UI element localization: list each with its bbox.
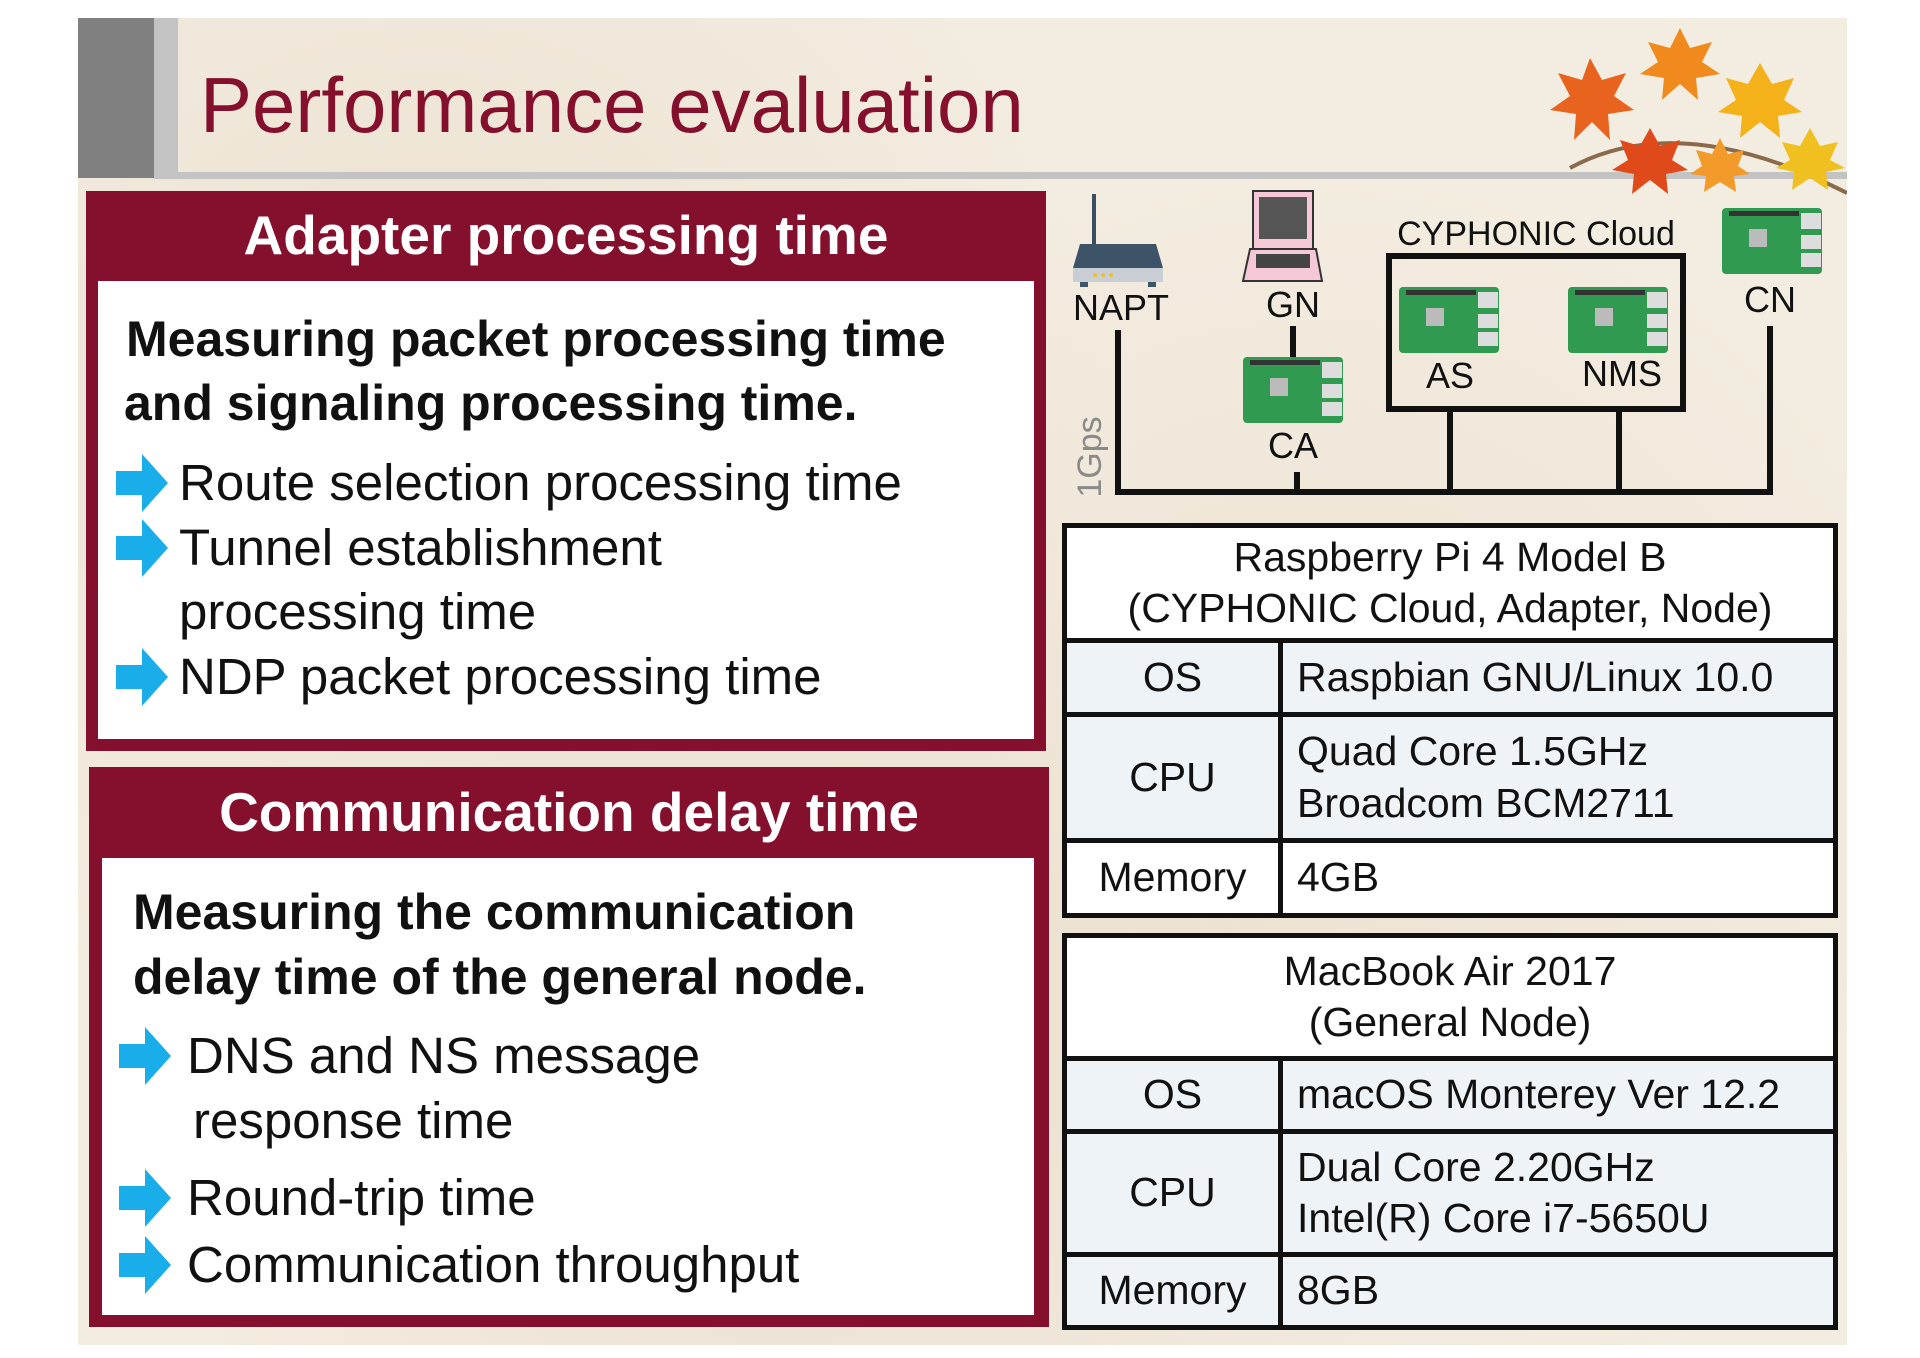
slide-title: Performance evaluation bbox=[200, 61, 1024, 149]
rpi-memory-label: Memory bbox=[1062, 838, 1283, 918]
mac-cpu-label: CPU bbox=[1062, 1129, 1283, 1257]
title-accent-bar bbox=[78, 18, 154, 178]
mac-table-title: MacBook Air 2017(General Node) bbox=[1062, 933, 1838, 1061]
rpi-os-label: OS bbox=[1062, 638, 1283, 717]
adapter-processing-box: Adapter processing time bbox=[86, 191, 1046, 751]
mac-os-label: OS bbox=[1062, 1056, 1283, 1134]
raspberry-pi-ca-icon bbox=[1243, 357, 1343, 423]
maple-leaves-decoration bbox=[1550, 28, 1847, 195]
delay-bullet-throughput: Communication throughput bbox=[187, 1236, 800, 1293]
adapter-box-header: Adapter processing time bbox=[243, 204, 889, 266]
rpi-table-title: Raspberry Pi 4 Model B(CYPHONIC Cloud, A… bbox=[1062, 523, 1838, 643]
title-underline bbox=[154, 172, 1847, 179]
raspberry-pi-spec-table: Raspberry Pi 4 Model B(CYPHONIC Cloud, A… bbox=[1062, 523, 1838, 918]
adapter-bullet-tunnel-cont: processing time bbox=[179, 583, 537, 640]
adapter-bullet-tunnel: Tunnel establishment bbox=[179, 519, 662, 576]
right-arrow-icon bbox=[119, 1169, 171, 1227]
rpi-memory-value: 4GB bbox=[1278, 838, 1838, 918]
adapter-lead-line-1: Measuring packet processing time bbox=[126, 311, 946, 367]
gn-label: GN bbox=[1266, 284, 1320, 325]
as-label: AS bbox=[1425, 355, 1475, 396]
adapter-box-content bbox=[98, 281, 1034, 739]
cyphonic-cloud-box bbox=[1386, 253, 1686, 412]
delay-bullet-dns-ns-cont: response time bbox=[193, 1092, 514, 1149]
title-accent-bar-light bbox=[154, 18, 178, 178]
adapter-lead-line-2: and signaling processing time. bbox=[124, 375, 858, 431]
rpi-os-value: Raspbian GNU/Linux 10.0 bbox=[1278, 638, 1838, 717]
cyphonic-cloud-label: CYPHONIC Cloud bbox=[1397, 215, 1675, 253]
right-arrow-icon bbox=[116, 648, 168, 706]
right-arrow-icon bbox=[116, 519, 168, 577]
delay-box-content bbox=[102, 858, 1034, 1315]
nms-label: NMS bbox=[1582, 353, 1662, 394]
delay-lead-line-2: delay time of the general node. bbox=[133, 949, 867, 1005]
raspberry-pi-icons bbox=[1243, 208, 1822, 423]
napt-label: NAPT bbox=[1072, 287, 1170, 328]
raspberry-pi-as-icon bbox=[1399, 287, 1499, 353]
adapter-bullet-ndp: NDP packet processing time bbox=[179, 648, 822, 705]
delay-lead-line-1: Measuring the communication bbox=[133, 884, 856, 940]
rpi-cpu-label: CPU bbox=[1062, 712, 1283, 843]
ca-label: CA bbox=[1267, 425, 1319, 466]
adapter-bullet-route-selection: Route selection processing time bbox=[179, 454, 902, 511]
link-speed-label: 1Gps bbox=[1071, 416, 1109, 498]
delay-bullet-round-trip: Round-trip time bbox=[187, 1169, 536, 1226]
raspberry-pi-nms-icon bbox=[1568, 287, 1668, 353]
right-arrow-icon bbox=[116, 454, 168, 512]
maple-leaf-icon bbox=[1550, 28, 1845, 194]
network-diagram bbox=[1073, 190, 1822, 495]
mac-memory-value: 8GB bbox=[1278, 1252, 1838, 1330]
router-icon bbox=[1073, 194, 1163, 287]
laptop-icon bbox=[1241, 190, 1324, 282]
cn-label: CN bbox=[1744, 279, 1796, 320]
communication-delay-box: Communication delay time bbox=[89, 767, 1049, 1327]
right-arrow-icon bbox=[119, 1027, 171, 1085]
mac-os-value: macOS Monterey Ver 12.2 bbox=[1278, 1056, 1838, 1134]
delay-box-header: Communication delay time bbox=[219, 781, 919, 843]
mac-memory-label: Memory bbox=[1062, 1252, 1283, 1330]
raspberry-pi-cn-icon bbox=[1722, 208, 1822, 274]
right-arrow-icon bbox=[119, 1236, 171, 1294]
delay-bullet-dns-ns: DNS and NS message bbox=[187, 1027, 701, 1084]
